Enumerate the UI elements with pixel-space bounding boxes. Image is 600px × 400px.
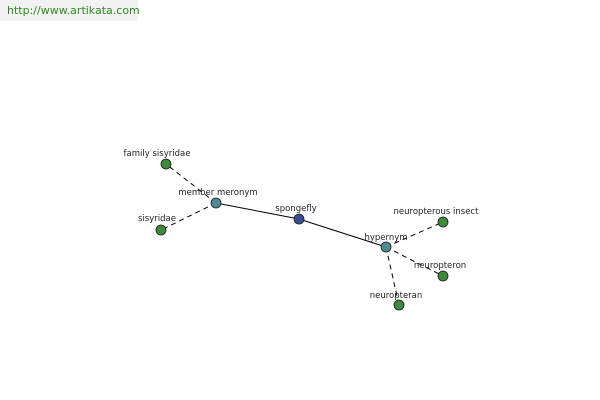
site-watermark[interactable]: http://www.artikata.com (0, 0, 140, 21)
node-hypernym[interactable] (380, 241, 392, 253)
nodes-layer (155, 158, 449, 311)
node-spongefly[interactable] (293, 213, 305, 225)
node-family-sisyridae[interactable] (160, 158, 172, 170)
node-neuropteran[interactable] (393, 299, 405, 311)
node-label-family-sisyridae[interactable]: family sisyridae (124, 149, 191, 159)
node-label-hypernym[interactable]: hypernym (364, 233, 407, 243)
edge-spongefly-to-hypernym (298, 218, 387, 248)
node-member-meronym[interactable] (210, 197, 222, 209)
labels-layer: spongefly member meronym hypernym family si… (124, 149, 480, 301)
edge-member-meronym-to-sisyridae (160, 202, 217, 231)
node-label-neuropterous-insect[interactable]: neuropterous insect (394, 207, 480, 217)
node-label-sisyridae[interactable]: sisyridae (138, 214, 176, 224)
edge-hypernym-to-neuropteran (385, 246, 400, 306)
edges-layer (160, 163, 444, 306)
node-label-neuropteran[interactable]: neuropteran (370, 291, 423, 301)
edge-member-meronym-to-family-sisyridae (165, 163, 217, 204)
node-label-neuropteron[interactable]: neuropteron (414, 261, 466, 271)
edge-spongefly-to-member-meronym (215, 202, 300, 220)
node-sisyridae[interactable] (155, 224, 167, 236)
node-neuropteron[interactable] (437, 270, 449, 282)
edge-hypernym-to-neuropterous-insect (385, 221, 444, 248)
node-label-spongefly[interactable]: spongefly (275, 204, 316, 214)
edge-hypernym-to-neuropteron (385, 246, 444, 277)
node-label-member-meronym[interactable]: member meronym (178, 188, 257, 198)
node-neuropterous-insect[interactable] (437, 216, 449, 228)
